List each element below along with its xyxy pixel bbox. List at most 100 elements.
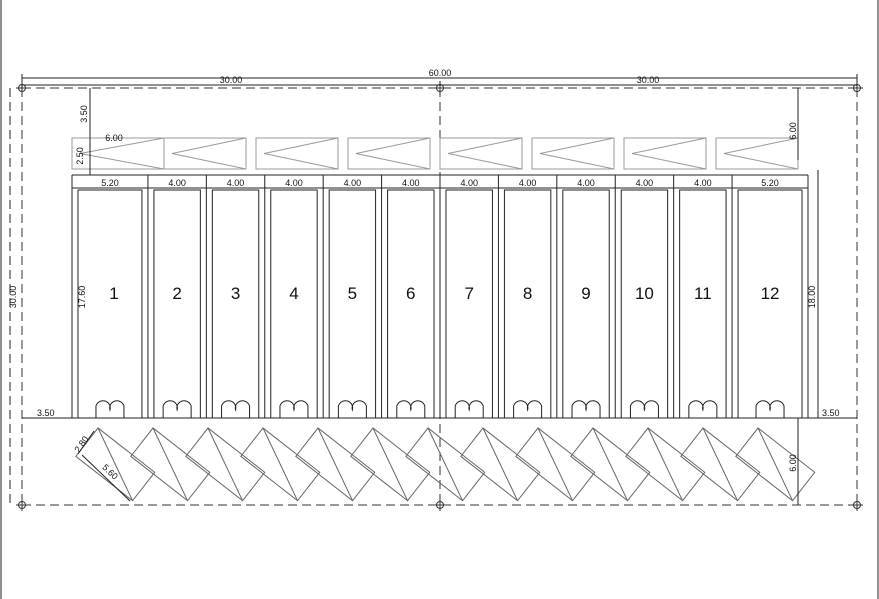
unit-width-label: 4.00: [636, 178, 654, 188]
unit-number-label: 1: [109, 284, 118, 303]
stall-diagonal: [427, 427, 464, 501]
unit-number-label: 6: [406, 284, 415, 303]
unit-door: [513, 400, 543, 418]
top-parking-stall: [347, 137, 431, 170]
stall-outline: [185, 427, 266, 502]
stall-diagonal: [317, 427, 354, 501]
bottom-parking-stall: [405, 427, 486, 502]
stall-marking: [631, 137, 707, 170]
stall-marking: [171, 137, 247, 170]
overall-height-label: 30.00: [8, 286, 18, 309]
unit-6: 4.006: [381, 175, 435, 419]
unit-width-label: 4.00: [694, 178, 712, 188]
stall-diagonal: [97, 427, 134, 501]
unit-number-label: 11: [694, 284, 712, 303]
stall-diagonal: [262, 427, 299, 501]
unit-room: [620, 189, 669, 419]
unit-door: [688, 400, 718, 418]
stall-outline: [295, 427, 376, 502]
top-parking-stall: [623, 137, 707, 170]
stall-outline: [75, 427, 156, 502]
diag-stall-b-dim-line: [81, 454, 131, 502]
unit-door: [95, 400, 125, 418]
unit-door: [221, 400, 251, 418]
stall-outline: [625, 427, 706, 502]
unit-room: [211, 189, 260, 419]
top-parking-stall: [255, 137, 339, 170]
unit-room: [387, 189, 435, 419]
stall-outline: [570, 427, 651, 502]
stall-marking: [79, 137, 165, 170]
unit-door: [755, 400, 785, 418]
unit-room: [737, 189, 803, 419]
stall-outline: [439, 137, 523, 170]
unit-number-label: 8: [523, 284, 532, 303]
stall-outline: [515, 427, 596, 502]
bottom-parking-stall: [75, 427, 156, 502]
unit-width-label: 4.00: [519, 178, 537, 188]
half-right-label: 30.00: [637, 75, 660, 85]
unit-depth-right-label: 18.00: [807, 286, 817, 309]
stall-diagonal: [152, 427, 189, 501]
bottom-parking-stall: [240, 427, 321, 502]
unit-door: [396, 400, 426, 418]
stall-outline: [255, 137, 339, 170]
stall-diagonal: [702, 427, 739, 501]
stall-marking: [263, 137, 339, 170]
stall-diagonal: [647, 427, 684, 501]
overall-width-label: 60.00: [429, 68, 452, 78]
top-parking-stall: [715, 137, 799, 170]
stall-outline: [163, 137, 247, 170]
unit-number-label: 2: [172, 284, 181, 303]
stall-marking: [447, 137, 523, 170]
unit-7: 4.007: [439, 175, 493, 419]
top-parking-row: [71, 137, 799, 170]
bottom-parking-stall: [295, 427, 376, 502]
bottom-parking-stall: [460, 427, 541, 502]
unit-9: 4.00 9: [556, 175, 610, 419]
bottom-parking-row: [75, 427, 816, 502]
stall-diagonal: [592, 427, 629, 501]
unit-room: [77, 189, 143, 419]
bottom-parking-stall: [130, 427, 211, 502]
bottom-parking-stall: [735, 427, 816, 502]
unit-8: 4.00 8: [497, 175, 552, 419]
unit-width-label: 4.00: [168, 178, 186, 188]
stall-outline: [240, 427, 321, 502]
top-parking-stall: [531, 137, 615, 170]
stall-diagonal: [207, 427, 244, 501]
unit-number-label: 4: [289, 284, 298, 303]
unit-room: [270, 189, 318, 419]
stall-outline: [405, 427, 486, 502]
bottom-right-depth-label: 6.00: [788, 454, 798, 472]
stall-outline: [531, 137, 615, 170]
unit-number-label: 5: [348, 284, 357, 303]
stall-outline: [715, 137, 799, 170]
top-parking-depth-label: 2.50: [75, 147, 85, 165]
unit-2: 4.00 2: [147, 175, 201, 419]
bottom-parking-stall: [680, 427, 761, 502]
unit-width-label: 5.20: [761, 178, 779, 188]
unit-door: [454, 400, 484, 418]
unit-door: [337, 400, 367, 418]
unit-11: 4.00 11: [673, 175, 727, 419]
stall-marking: [723, 137, 799, 170]
unit-number-label: 7: [464, 284, 473, 303]
unit-10: 4.00 10: [614, 175, 669, 419]
top-parking-stall: [439, 137, 523, 170]
stall-diagonal: [757, 427, 794, 501]
stall-diagonal: [537, 427, 574, 501]
unit-number-label: 10: [635, 284, 654, 303]
unit-number-label: 9: [581, 284, 590, 303]
unit-room: [503, 189, 552, 419]
bottom-right-setback-label: 3.50: [822, 408, 840, 418]
unit-depth-left-label: 17.60: [77, 286, 87, 309]
unit-3: 4.003: [205, 175, 260, 419]
unit-width-label: 4.00: [577, 178, 595, 188]
corner-marker-br: [851, 499, 863, 511]
diag-stall-b-label: 5.60: [100, 462, 120, 481]
stall-outline: [347, 137, 431, 170]
